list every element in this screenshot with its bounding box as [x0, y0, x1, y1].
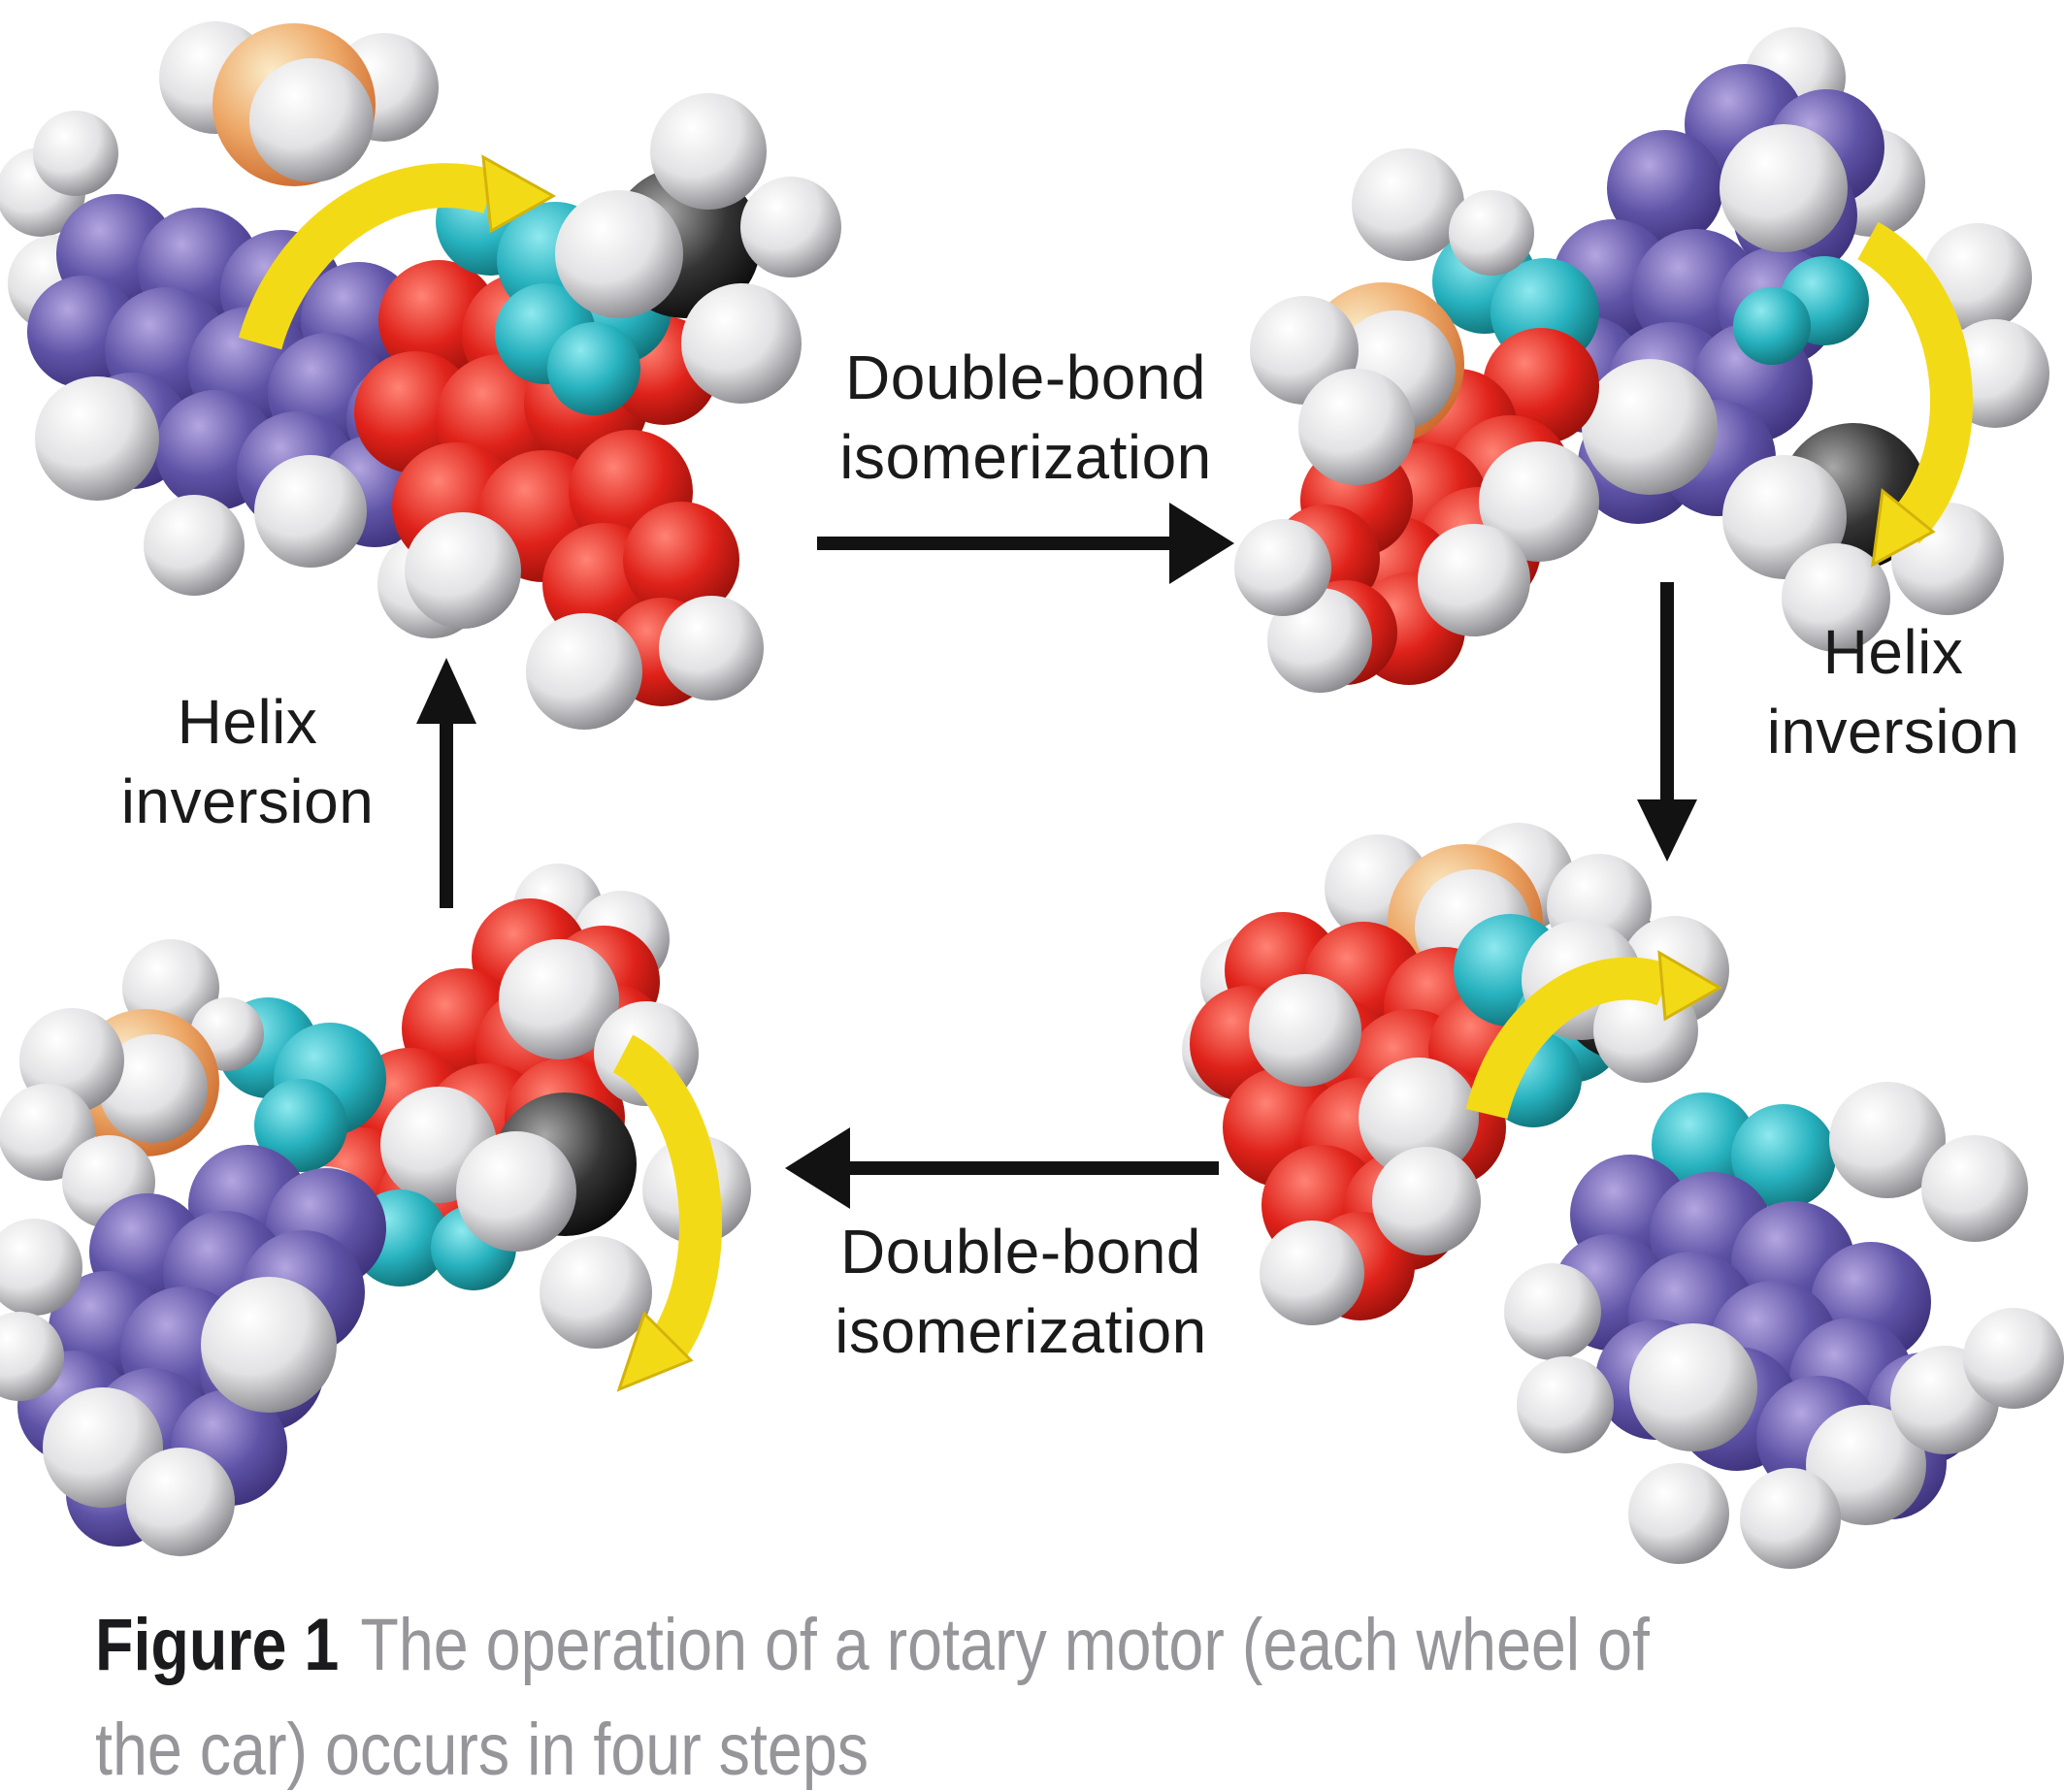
rotation-arrow-head — [616, 1311, 694, 1392]
atom-sphere — [1782, 543, 1890, 652]
atom-sphere — [1829, 1082, 1946, 1198]
atom-sphere — [144, 495, 245, 596]
atom-sphere — [0, 1312, 64, 1401]
label-line-2: isomerization — [839, 422, 1212, 492]
label-line-1: Double-bond — [845, 342, 1206, 413]
atom-sphere — [499, 939, 619, 1059]
rotation-arrow — [1856, 221, 1973, 544]
atom-sphere — [1629, 1323, 1757, 1451]
caption-figure-number: Figure 1 — [95, 1604, 340, 1686]
atom-sphere — [1352, 148, 1464, 261]
atom-sphere — [33, 111, 118, 196]
atom-sphere — [650, 93, 767, 210]
rotation-arrow — [238, 163, 497, 350]
atom-sphere — [1449, 190, 1534, 276]
atom-sphere — [254, 455, 367, 568]
rotation-arrow-head — [1657, 950, 1723, 1022]
label-helix-inversion-left: Helix inversion — [121, 683, 375, 842]
step-arrow-head — [1169, 503, 1234, 584]
atom-sphere — [1359, 1058, 1479, 1178]
rotation-arrow-head — [1871, 488, 1936, 568]
molecule-top-right — [1234, 27, 2049, 693]
step-arrow-top — [817, 503, 1234, 584]
atom-sphere — [1652, 1092, 1756, 1197]
atom-sphere — [0, 1219, 82, 1316]
atom-sphere — [623, 502, 739, 618]
atom-sphere — [35, 376, 159, 501]
atom-sphere — [1517, 1356, 1614, 1453]
molecule-bottom-left — [0, 863, 751, 1556]
atom-sphere — [1733, 287, 1811, 365]
atom-sphere — [555, 190, 683, 318]
atom-sphere — [126, 1448, 235, 1556]
atom-sphere — [1806, 1405, 1926, 1525]
step-arrow-right — [1637, 582, 1697, 862]
atom-sphere — [659, 596, 764, 701]
atom-sphere — [1418, 524, 1530, 636]
atom-sphere — [1298, 369, 1415, 485]
atom-sphere — [456, 1131, 576, 1252]
atom-sphere — [405, 512, 521, 629]
label-line-1: Helix — [177, 687, 318, 758]
label-double-bond-isomerization-bottom: Double-bond isomerization — [835, 1213, 1207, 1372]
label-line-2: inversion — [1766, 697, 2020, 766]
rotation-arrow-head — [481, 154, 557, 234]
atom-sphere — [1479, 441, 1599, 562]
atom-sphere — [1740, 1468, 1841, 1569]
atom-sphere — [1260, 1221, 1364, 1325]
step-arrow-head — [416, 658, 476, 724]
atom-sphere — [1921, 1135, 2028, 1242]
atom-sphere — [254, 1079, 347, 1172]
molecule-top-left — [0, 21, 841, 730]
atom-sphere — [681, 283, 802, 404]
atom-sphere — [1628, 1463, 1729, 1564]
atom-sphere — [1234, 519, 1331, 616]
atom-sphere — [1372, 1147, 1481, 1255]
label-helix-inversion-right: Helix inversion — [1767, 613, 2020, 772]
atom-sphere — [1731, 1104, 1836, 1209]
step-arrow-head — [785, 1127, 850, 1209]
atom-sphere — [1607, 130, 1723, 246]
atom-sphere — [249, 58, 374, 182]
atom-sphere — [540, 1236, 652, 1349]
atom-sphere — [1504, 1263, 1601, 1360]
atom-sphere — [1720, 124, 1848, 252]
atom-sphere — [201, 1277, 337, 1413]
atom-sphere — [1249, 974, 1361, 1087]
label-line-2: isomerization — [835, 1296, 1207, 1366]
atom-sphere — [99, 1034, 208, 1143]
rotation-arrow — [611, 1034, 722, 1359]
atom-sphere — [526, 613, 642, 730]
label-line-1: Helix — [1822, 617, 1964, 688]
atom-sphere — [1582, 359, 1718, 495]
label-line-1: Double-bond — [840, 1217, 1201, 1287]
molecule-bottom-right — [1182, 823, 2064, 1569]
atom-sphere — [740, 177, 841, 277]
atom-sphere — [1963, 1308, 2064, 1409]
rotation-arrow — [1465, 957, 1674, 1120]
label-double-bond-isomerization-top: Double-bond isomerization — [839, 339, 1212, 498]
step-arrow-bottom — [785, 1127, 1219, 1209]
caption-text-line-1: The operation of a rotary motor (each wh… — [360, 1604, 1650, 1686]
step-arrow-left — [416, 658, 476, 908]
step-arrow-head — [1637, 799, 1697, 862]
atom-sphere — [547, 322, 640, 415]
label-line-2: inversion — [120, 766, 375, 836]
caption-text-line-2: the car) occurs in four steps — [95, 1708, 869, 1791]
